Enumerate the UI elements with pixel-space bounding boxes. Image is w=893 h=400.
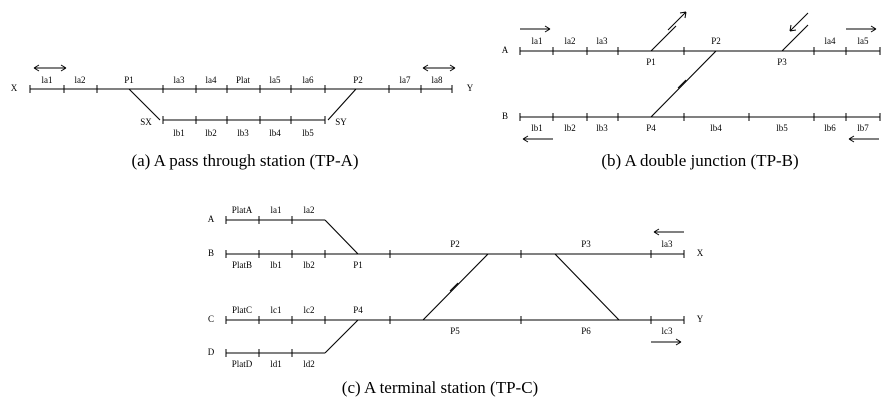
section-label: la3 xyxy=(597,36,608,46)
section-label: lb1 xyxy=(270,260,282,270)
platform-label: PlatD xyxy=(232,359,253,369)
point-label: P3 xyxy=(777,57,787,67)
arrow-left-icon xyxy=(522,135,553,143)
section-label: ld1 xyxy=(270,359,282,369)
section-label: lb1 xyxy=(531,123,543,133)
panel-b-double-junction: A B la1 la2 la3 P2 la4 la5 P1 P3 lb1 lb2… xyxy=(502,11,881,170)
section-label: la1 xyxy=(42,75,53,85)
section-label: la2 xyxy=(565,36,576,46)
section-label: lb7 xyxy=(857,123,869,133)
bidirectional-arrow-icon xyxy=(422,64,456,72)
section-label: lc1 xyxy=(271,305,282,315)
section-label: la3 xyxy=(174,75,185,85)
track-label-d: D xyxy=(208,347,215,357)
end-label-x: X xyxy=(11,83,18,93)
caption-c: (c) A terminal station (TP-C) xyxy=(342,378,538,397)
point-label: P2 xyxy=(711,36,721,46)
track-label-c: C xyxy=(208,314,214,324)
caption-a: (a) A pass through station (TP-A) xyxy=(131,151,358,170)
track-label-b: B xyxy=(208,248,214,258)
point-label: P1 xyxy=(353,260,363,270)
caption-b: (b) A double junction (TP-B) xyxy=(601,151,798,170)
platform-label: Plat xyxy=(236,75,251,85)
bidirectional-arrow-icon xyxy=(33,64,67,72)
track-label-a: A xyxy=(502,45,509,55)
platform-label: PlatA xyxy=(232,205,253,215)
platform-label: PlatB xyxy=(232,260,252,270)
panel-a-direction-arrows xyxy=(33,64,456,72)
section-label: la3 xyxy=(662,239,673,249)
section-label: la1 xyxy=(532,36,543,46)
section-label: la2 xyxy=(75,75,86,85)
section-label: lc3 xyxy=(662,326,673,336)
section-label: la5 xyxy=(270,75,281,85)
arrow-left-icon xyxy=(653,228,684,236)
section-label: la6 xyxy=(303,75,314,85)
signal-label: SY xyxy=(335,117,347,127)
section-label: la1 xyxy=(271,205,282,215)
section-label: lb2 xyxy=(205,128,217,138)
panel-b-tracks xyxy=(519,24,881,121)
section-label: la5 xyxy=(858,36,869,46)
section-label: la4 xyxy=(206,75,217,85)
section-label: lb5 xyxy=(776,123,788,133)
panel-a-tracks xyxy=(29,85,453,124)
point-label: P6 xyxy=(581,326,591,336)
point-label: P2 xyxy=(450,239,460,249)
panel-b-direction-arrows xyxy=(520,11,879,143)
section-label: la2 xyxy=(304,205,315,215)
section-label: lc2 xyxy=(304,305,315,315)
section-label: lb2 xyxy=(564,123,576,133)
end-label-y: Y xyxy=(697,314,704,324)
section-label: la7 xyxy=(400,75,411,85)
panel-c-tracks xyxy=(225,216,685,357)
section-label: la8 xyxy=(432,75,443,85)
arrow-diagonal-down-icon xyxy=(789,12,809,32)
section-label: lb3 xyxy=(596,123,608,133)
section-label: lb4 xyxy=(710,123,722,133)
section-label: lb3 xyxy=(237,128,249,138)
end-label-y: Y xyxy=(467,83,474,93)
section-label: la4 xyxy=(825,36,836,46)
point-label: P4 xyxy=(353,305,363,315)
arrow-right-icon xyxy=(846,25,877,33)
point-label: P1 xyxy=(124,75,134,85)
section-label: lb4 xyxy=(269,128,281,138)
arrow-right-icon xyxy=(520,25,551,33)
arrow-diagonal-up-icon xyxy=(667,11,687,31)
end-label-x: X xyxy=(697,248,704,258)
point-label: P3 xyxy=(581,239,591,249)
point-label: P1 xyxy=(646,57,656,67)
platform-label: PlatC xyxy=(232,305,252,315)
section-label: ld2 xyxy=(303,359,315,369)
panel-c-terminal-station: A B C D X Y PlatA la1 la2 PlatB lb1 lb2 … xyxy=(208,205,704,397)
section-label: lb5 xyxy=(302,128,314,138)
panel-c-direction-arrows xyxy=(651,228,684,346)
point-label: P2 xyxy=(353,75,363,85)
panel-a-pass-through-station: X Y la1 la2 P1 la3 la4 Plat la5 la6 P2 l… xyxy=(11,64,474,170)
arrow-left-icon xyxy=(848,135,879,143)
section-label: lb2 xyxy=(303,260,315,270)
track-label-b: B xyxy=(502,111,508,121)
section-label: lb1 xyxy=(173,128,185,138)
arrow-right-icon xyxy=(651,338,682,346)
point-label: P4 xyxy=(646,123,656,133)
track-label-a: A xyxy=(208,214,215,224)
signal-label: SX xyxy=(140,117,152,127)
point-label: P5 xyxy=(450,326,460,336)
section-label: lb6 xyxy=(824,123,836,133)
